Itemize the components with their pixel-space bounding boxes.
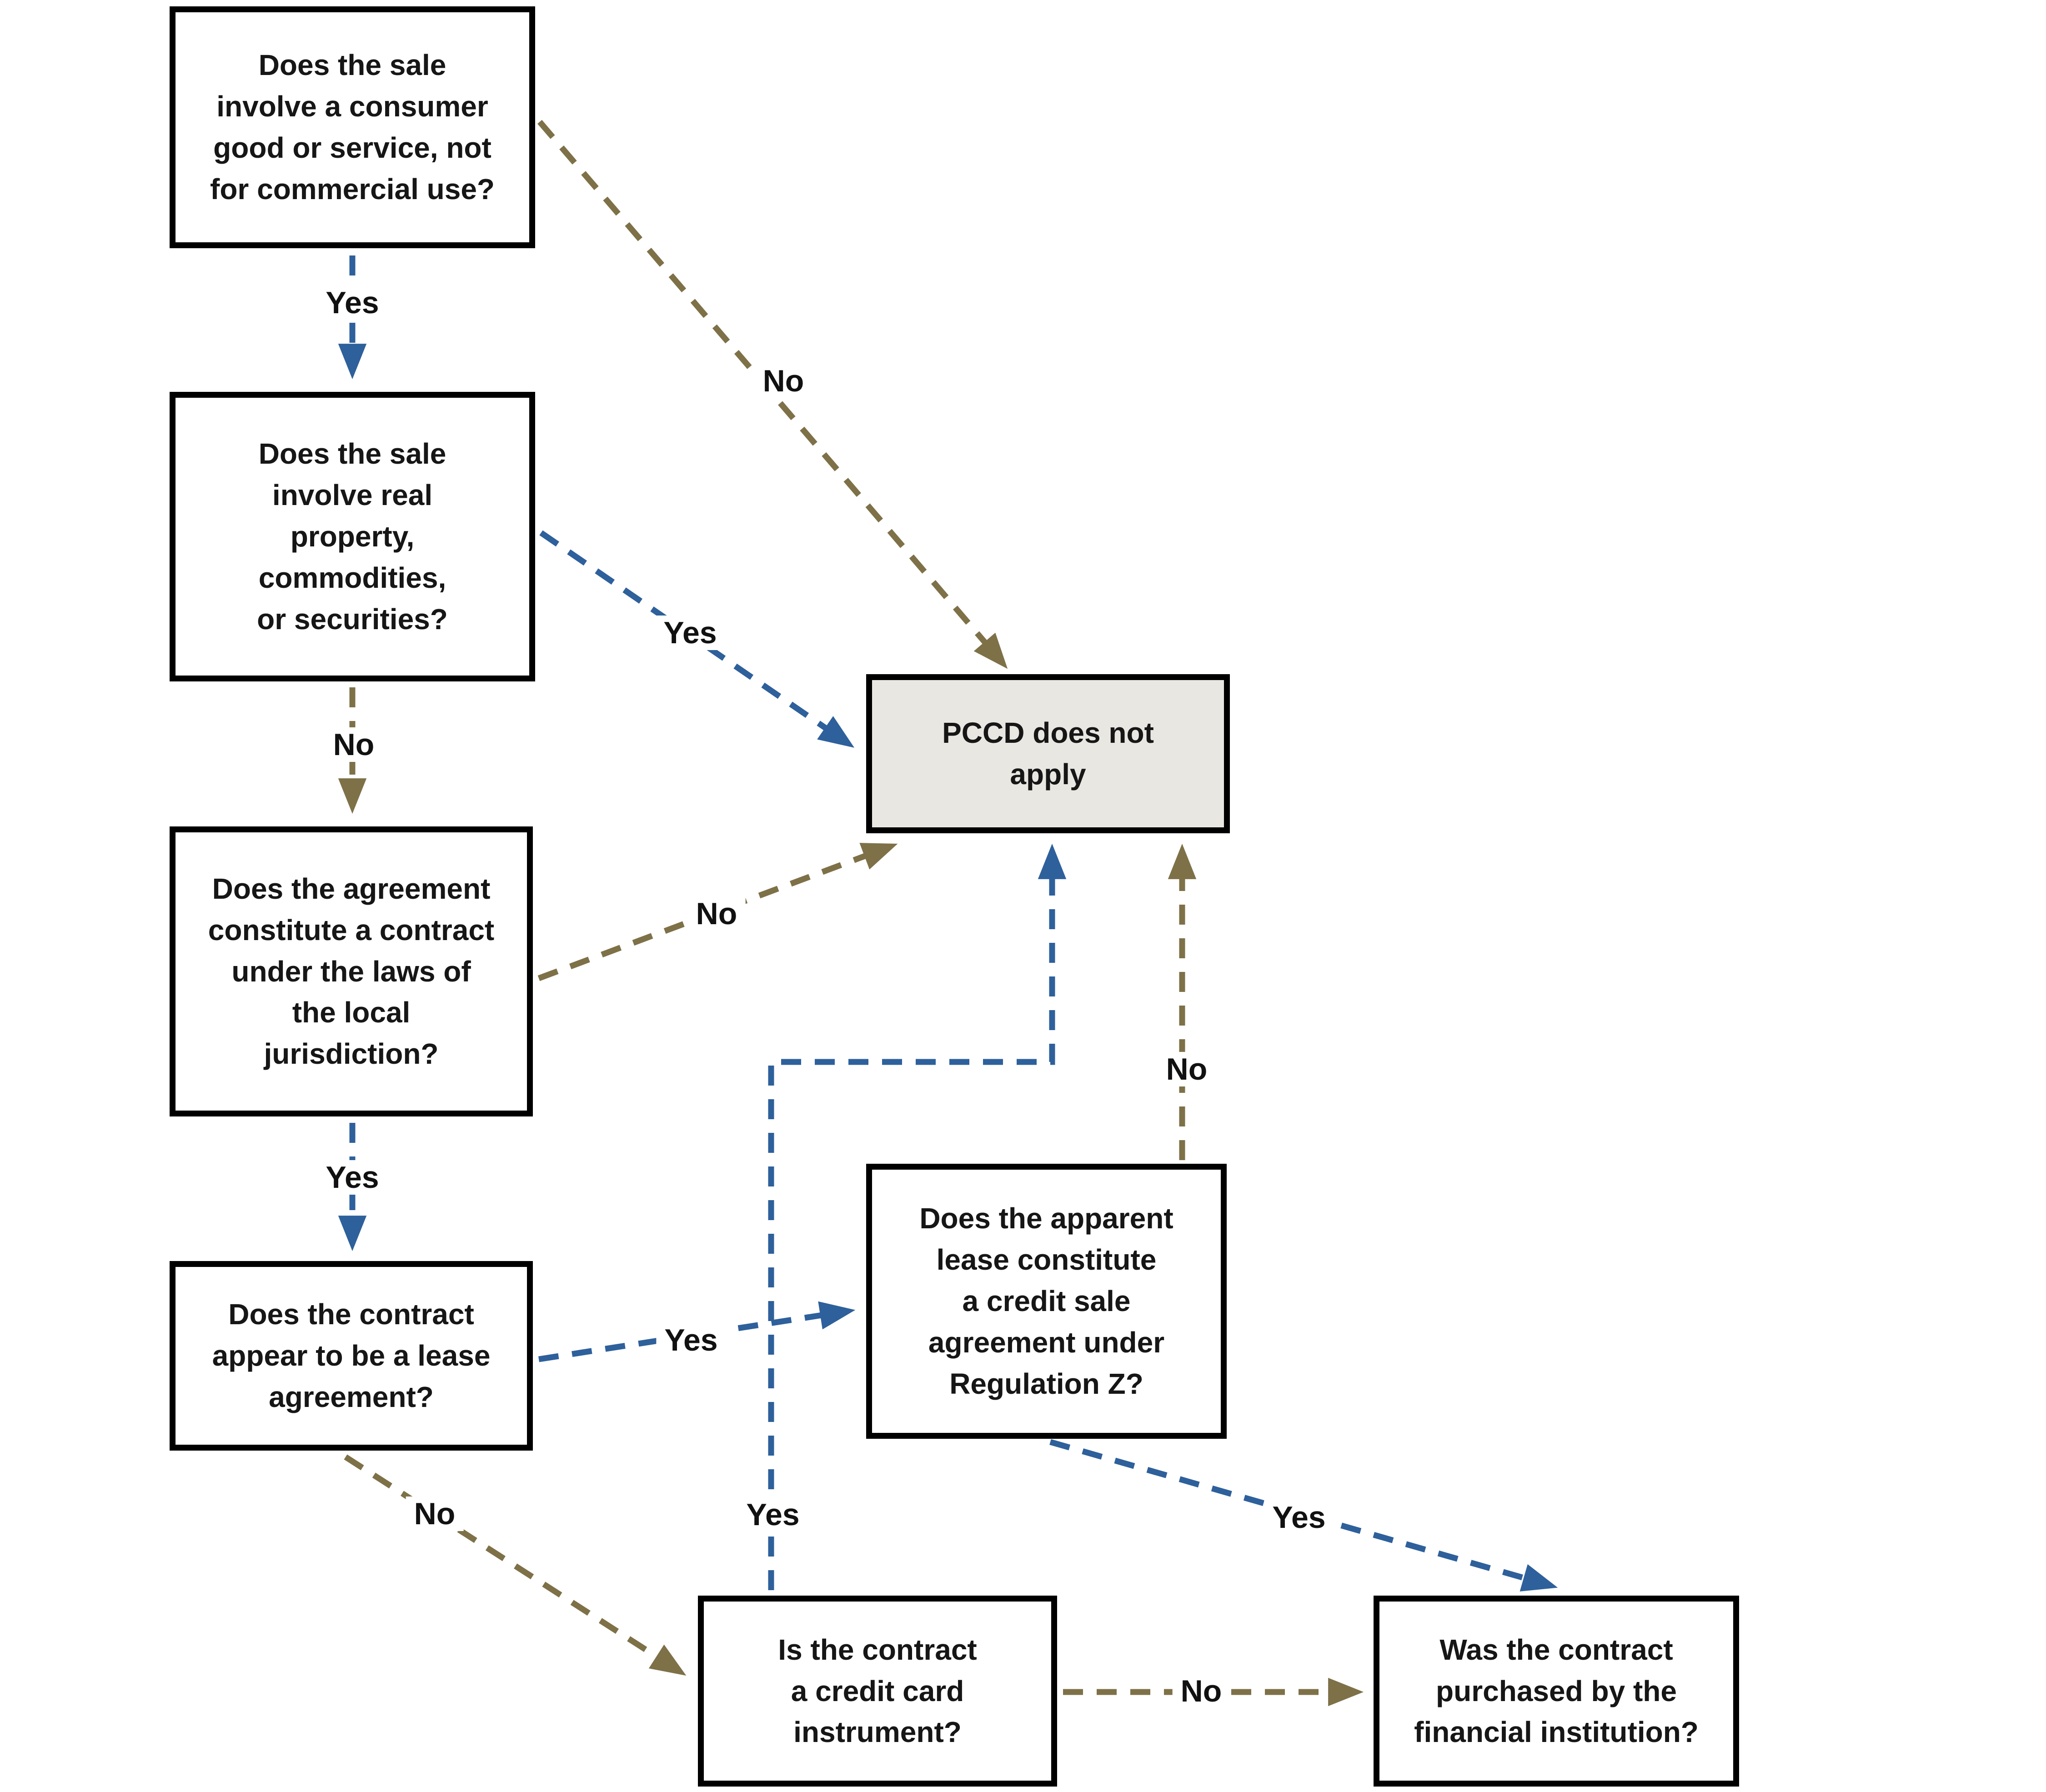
edge-label-regz-yes: Yes <box>1264 1500 1334 1535</box>
edge-label-consumer-no: No <box>754 364 812 398</box>
node-consumer-good-question: Does the sale involve a consumer good or… <box>170 6 535 248</box>
node-real-property-question: Does the sale involve real property, com… <box>170 392 535 681</box>
edge-label-creditcard-no: No <box>1172 1674 1230 1708</box>
node-contract-law-question: Does the agreement constitute a contract… <box>170 826 533 1116</box>
edge-label-lease-no: No <box>406 1497 464 1531</box>
node-purchased-by-fi-question: Was the contract purchased by the financ… <box>1374 1596 1739 1787</box>
edge-label-creditcard-yes: Yes <box>738 1497 808 1532</box>
edge-label-consumer-yes: Yes <box>317 285 387 320</box>
edge-label-property-no: No <box>325 727 383 762</box>
edge-label-regz-no: No <box>1158 1052 1216 1086</box>
node-lease-agreement-question: Does the contract appear to be a lease a… <box>170 1261 533 1451</box>
edge-lease-no-line <box>344 1454 687 1676</box>
edge-label-contract-yes: Yes <box>317 1160 387 1195</box>
edge-label-contract-no: No <box>687 896 746 931</box>
node-regulation-z-question: Does the apparent lease constitute a cre… <box>866 1164 1227 1439</box>
edge-label-property-yes: Yes <box>655 616 725 650</box>
node-pccd-not-apply-result: PCCD does not apply <box>866 674 1230 833</box>
node-credit-card-question: Is the contract a credit card instrument… <box>698 1596 1057 1787</box>
edge-label-lease-yes: Yes <box>656 1323 726 1357</box>
